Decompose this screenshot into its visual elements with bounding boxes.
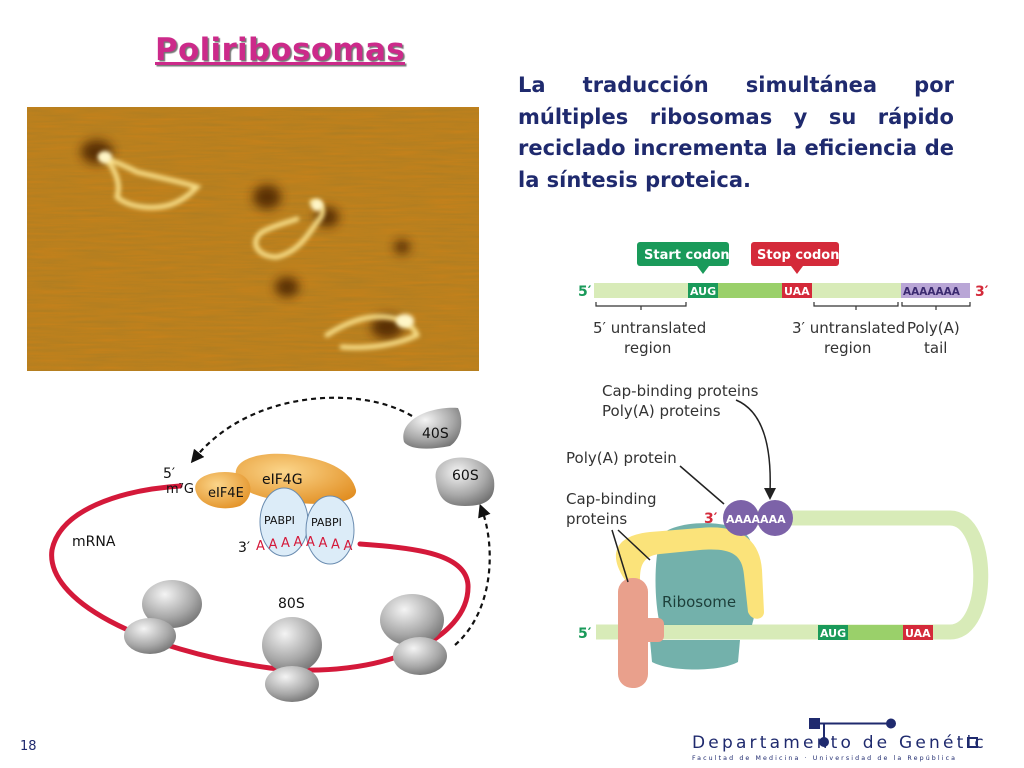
five-prime-label: 5′: [578, 284, 592, 300]
coding-region-bar: [688, 283, 812, 298]
utr5-label-1: 5′ untranslated: [593, 319, 706, 337]
loop-three-prime-label: 3′: [704, 511, 718, 527]
cap-binding-pointer: [611, 529, 651, 583]
polya-protein-2: [757, 500, 793, 536]
loop-poly-a-label: AAAAAAA: [726, 513, 786, 526]
label-five-prime: 5′: [163, 466, 175, 482]
eif4g-shape: [235, 453, 357, 504]
proteins-label-2: Poly(A) proteins: [602, 402, 721, 420]
stop-codon-badge: [751, 242, 839, 266]
label-three-prime: 3′: [238, 540, 250, 556]
utr3-label-2: region: [824, 339, 871, 357]
ribosome-center: [262, 617, 322, 702]
three-prime-label: 3′: [975, 284, 989, 300]
poly-a-letter: A: [294, 535, 303, 550]
utr3-label-1: 3′ untranslated: [792, 319, 905, 337]
stop-codon-text: Stop codon: [757, 248, 839, 263]
proteins-arrow: [735, 399, 771, 493]
polya-protein-label: Poly(A) protein: [566, 449, 677, 467]
department-logo: Departamento de Genética Facultad de Med…: [692, 718, 986, 762]
loop-aug-label: AUG: [820, 627, 846, 640]
slide-body-text: La traducción simultánea por múltiples r…: [518, 73, 954, 192]
page-number: 18: [20, 739, 37, 754]
cap-binding-protein: [618, 578, 648, 688]
polya-tail-label-1: Poly(A): [907, 319, 960, 337]
uaa-label: UAA: [784, 285, 810, 298]
mrna-strand: [49, 483, 471, 673]
utr5-label-2: region: [624, 339, 671, 357]
polya-protein-1: [723, 500, 759, 536]
poly-a-letter: A: [344, 539, 353, 554]
subunit-40s-shape: [403, 407, 462, 449]
poly-a-letter: A: [331, 537, 340, 552]
dashed-arrow-top: [190, 396, 413, 464]
label-mrna: mRNA: [72, 534, 116, 550]
pabpi-shape-2: [305, 495, 355, 565]
loop-five-prime-label: 5′: [578, 626, 592, 642]
mrna-structure-diagram: 5′ 3′ AUG UAA AAAAAAA Start codon Stop c…: [566, 242, 989, 688]
polya-tail-label-2: tail: [924, 339, 947, 357]
polya-protein-pointer: [679, 465, 725, 505]
ribosome-right: [380, 594, 447, 675]
proteins-label-1: Cap-binding proteins: [602, 382, 759, 400]
ribosome-cycle-diagram: 40S 60S 80S 5′ m⁷G eIF4E eIF4G PABPI PAB…: [49, 396, 495, 702]
label-pabpi-2: PABPI: [311, 516, 342, 529]
label-eif4e: eIF4E: [208, 486, 244, 501]
subunit-60s-shape: [435, 457, 495, 506]
label-cap: m⁷G: [166, 482, 194, 497]
poly-a-letter: A: [306, 535, 315, 550]
eif4e-shape: [195, 472, 251, 509]
uaa-box: [782, 283, 812, 298]
ribosome-label: Ribosome: [662, 593, 736, 611]
aug-label: AUG: [690, 285, 716, 298]
start-codon-badge: [637, 242, 729, 266]
ribosome-left: [124, 580, 202, 654]
label-eif4g: eIF4G: [262, 472, 303, 488]
start-codon-text: Start codon: [644, 248, 730, 263]
label-60s: 60S: [452, 468, 479, 484]
logo-name: Departamento de Genética: [692, 733, 986, 753]
poly-a-letter: A: [319, 536, 328, 551]
poly-a-label: AAAAAAA: [903, 286, 961, 298]
poly-a-letter: A: [281, 536, 290, 551]
poly-a-letter: A: [256, 539, 265, 554]
loop-aug-box: [818, 625, 848, 640]
mrna-loop: [596, 510, 989, 640]
cap-binding-label-1: Cap-binding: [566, 490, 657, 508]
label-pabpi-1: PABPI: [264, 514, 295, 527]
slide-title: Poliribosomas: [155, 32, 405, 68]
yellow-protein-arc: [615, 527, 764, 619]
label-80s: 80S: [278, 596, 305, 612]
loop-uaa-box: [903, 625, 933, 640]
polyribosome-micrograph: [27, 107, 479, 371]
dashed-arrow-right: [454, 503, 491, 646]
cap-binding-label-2: proteins: [566, 510, 627, 528]
loop-uaa-label: UAA: [905, 627, 931, 640]
poly-a-box: [901, 283, 970, 298]
poly-a-letter: A: [269, 537, 278, 552]
aug-box: [688, 283, 718, 298]
logo-subtitle: Facultad de Medicina · Universidad de la…: [692, 754, 957, 762]
label-40s: 40S: [422, 426, 449, 442]
